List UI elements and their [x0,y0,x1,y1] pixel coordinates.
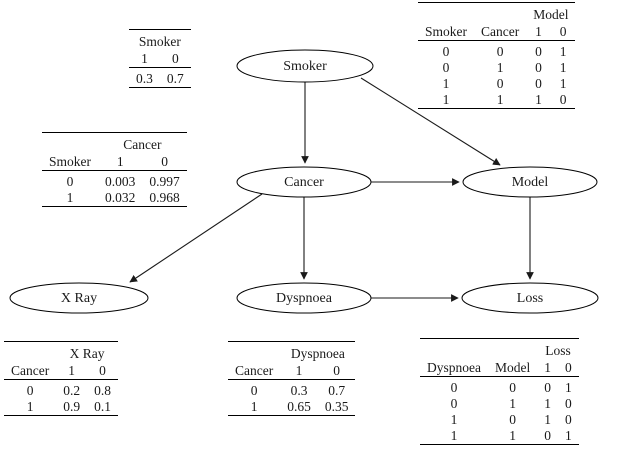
table-row: 1 0.032 0.968 [66,189,180,205]
cpt-xray-parent-header: Cancer [4,362,57,380]
table-row: 1 0 1 0 [450,411,572,427]
cpt-loss-group-header: Loss [545,343,571,358]
node-cancer-label: Cancer [284,175,324,190]
cpt-dyspnoea-parent-header: Cancer [228,362,281,380]
cpt-loss-parent-header-dyspnoea: Dyspnoea [420,359,488,377]
cpt-cancer-group-header: Cancer [123,137,162,152]
edge-cancer-xray [129,193,263,283]
cpt-dyspnoea-group-header: Dyspnoea [290,346,345,361]
node-model-label: Model [512,175,549,190]
cpt-dyspnoea: Dyspnoea Cancer 1 0 0 0.3 0.7 1 0.65 0.3… [228,341,356,416]
table-row: 1 0 0 1 [442,75,567,91]
cpt-model: Model Smoker Cancer 1 0 0 0 0 1 0 1 0 1 [418,2,576,109]
cpt-cancer-parent-header: Smoker [42,153,98,171]
cpt-smoker-col-0: 0 [159,50,191,68]
table-row: 0 0 0 1 [450,379,572,395]
cpt-smoker-col-1: 1 [129,50,160,68]
cpt-loss: Loss Dyspnoea Model 1 0 0 0 0 1 0 1 1 0 [420,338,579,445]
node-xray[interactable]: X Ray [9,282,149,314]
table-row: 0 0 0 1 [442,43,567,59]
table-row: 1 0.65 0.35 [250,398,349,414]
table-row: 0 1 1 0 [450,395,572,411]
cpt-xray-group-header: X Ray [69,346,105,361]
node-loss[interactable]: Loss [461,282,599,314]
node-smoker[interactable]: Smoker [236,49,374,83]
cpt-loss-parent-header-model: Model [488,359,538,377]
node-cancer[interactable]: Cancer [236,166,372,198]
node-dyspnoea[interactable]: Dyspnoea [236,282,372,314]
cpt-model-parent-header-cancer: Cancer [474,23,527,41]
table-row: 0.3 0.7 [136,70,184,86]
cpt-smoker-group-header: Smoker [138,34,181,49]
cpt-model-group-header: Model [533,7,569,22]
cpt-cancer: Cancer Smoker 1 0 0 0.003 0.997 1 0.032 … [42,132,187,207]
table-row: 0 0.3 0.7 [250,382,346,398]
node-xray-label: X Ray [61,291,97,306]
cpt-model-parent-header-smoker: Smoker [418,23,474,41]
edge-smoker-model [360,77,501,166]
node-model[interactable]: Model [462,166,598,198]
table-row: 1 1 0 1 [450,427,572,443]
table-row: 1 1 1 0 [442,91,567,107]
cpt-smoker: Smoker 1 0 0.3 0.7 [129,29,191,88]
table-row: 1 0.9 0.1 [26,398,111,414]
table-row: 0 1 0 1 [442,59,567,75]
table-row: 0 0.2 0.8 [26,382,111,398]
node-dyspnoea-label: Dyspnoea [276,291,333,306]
cpt-xray: X Ray Cancer 1 0 0 0.2 0.8 1 0.9 0.1 [4,341,118,416]
table-row: 0 0.003 0.997 [66,173,180,189]
node-smoker-label: Smoker [283,59,327,74]
node-loss-label: Loss [517,291,543,306]
